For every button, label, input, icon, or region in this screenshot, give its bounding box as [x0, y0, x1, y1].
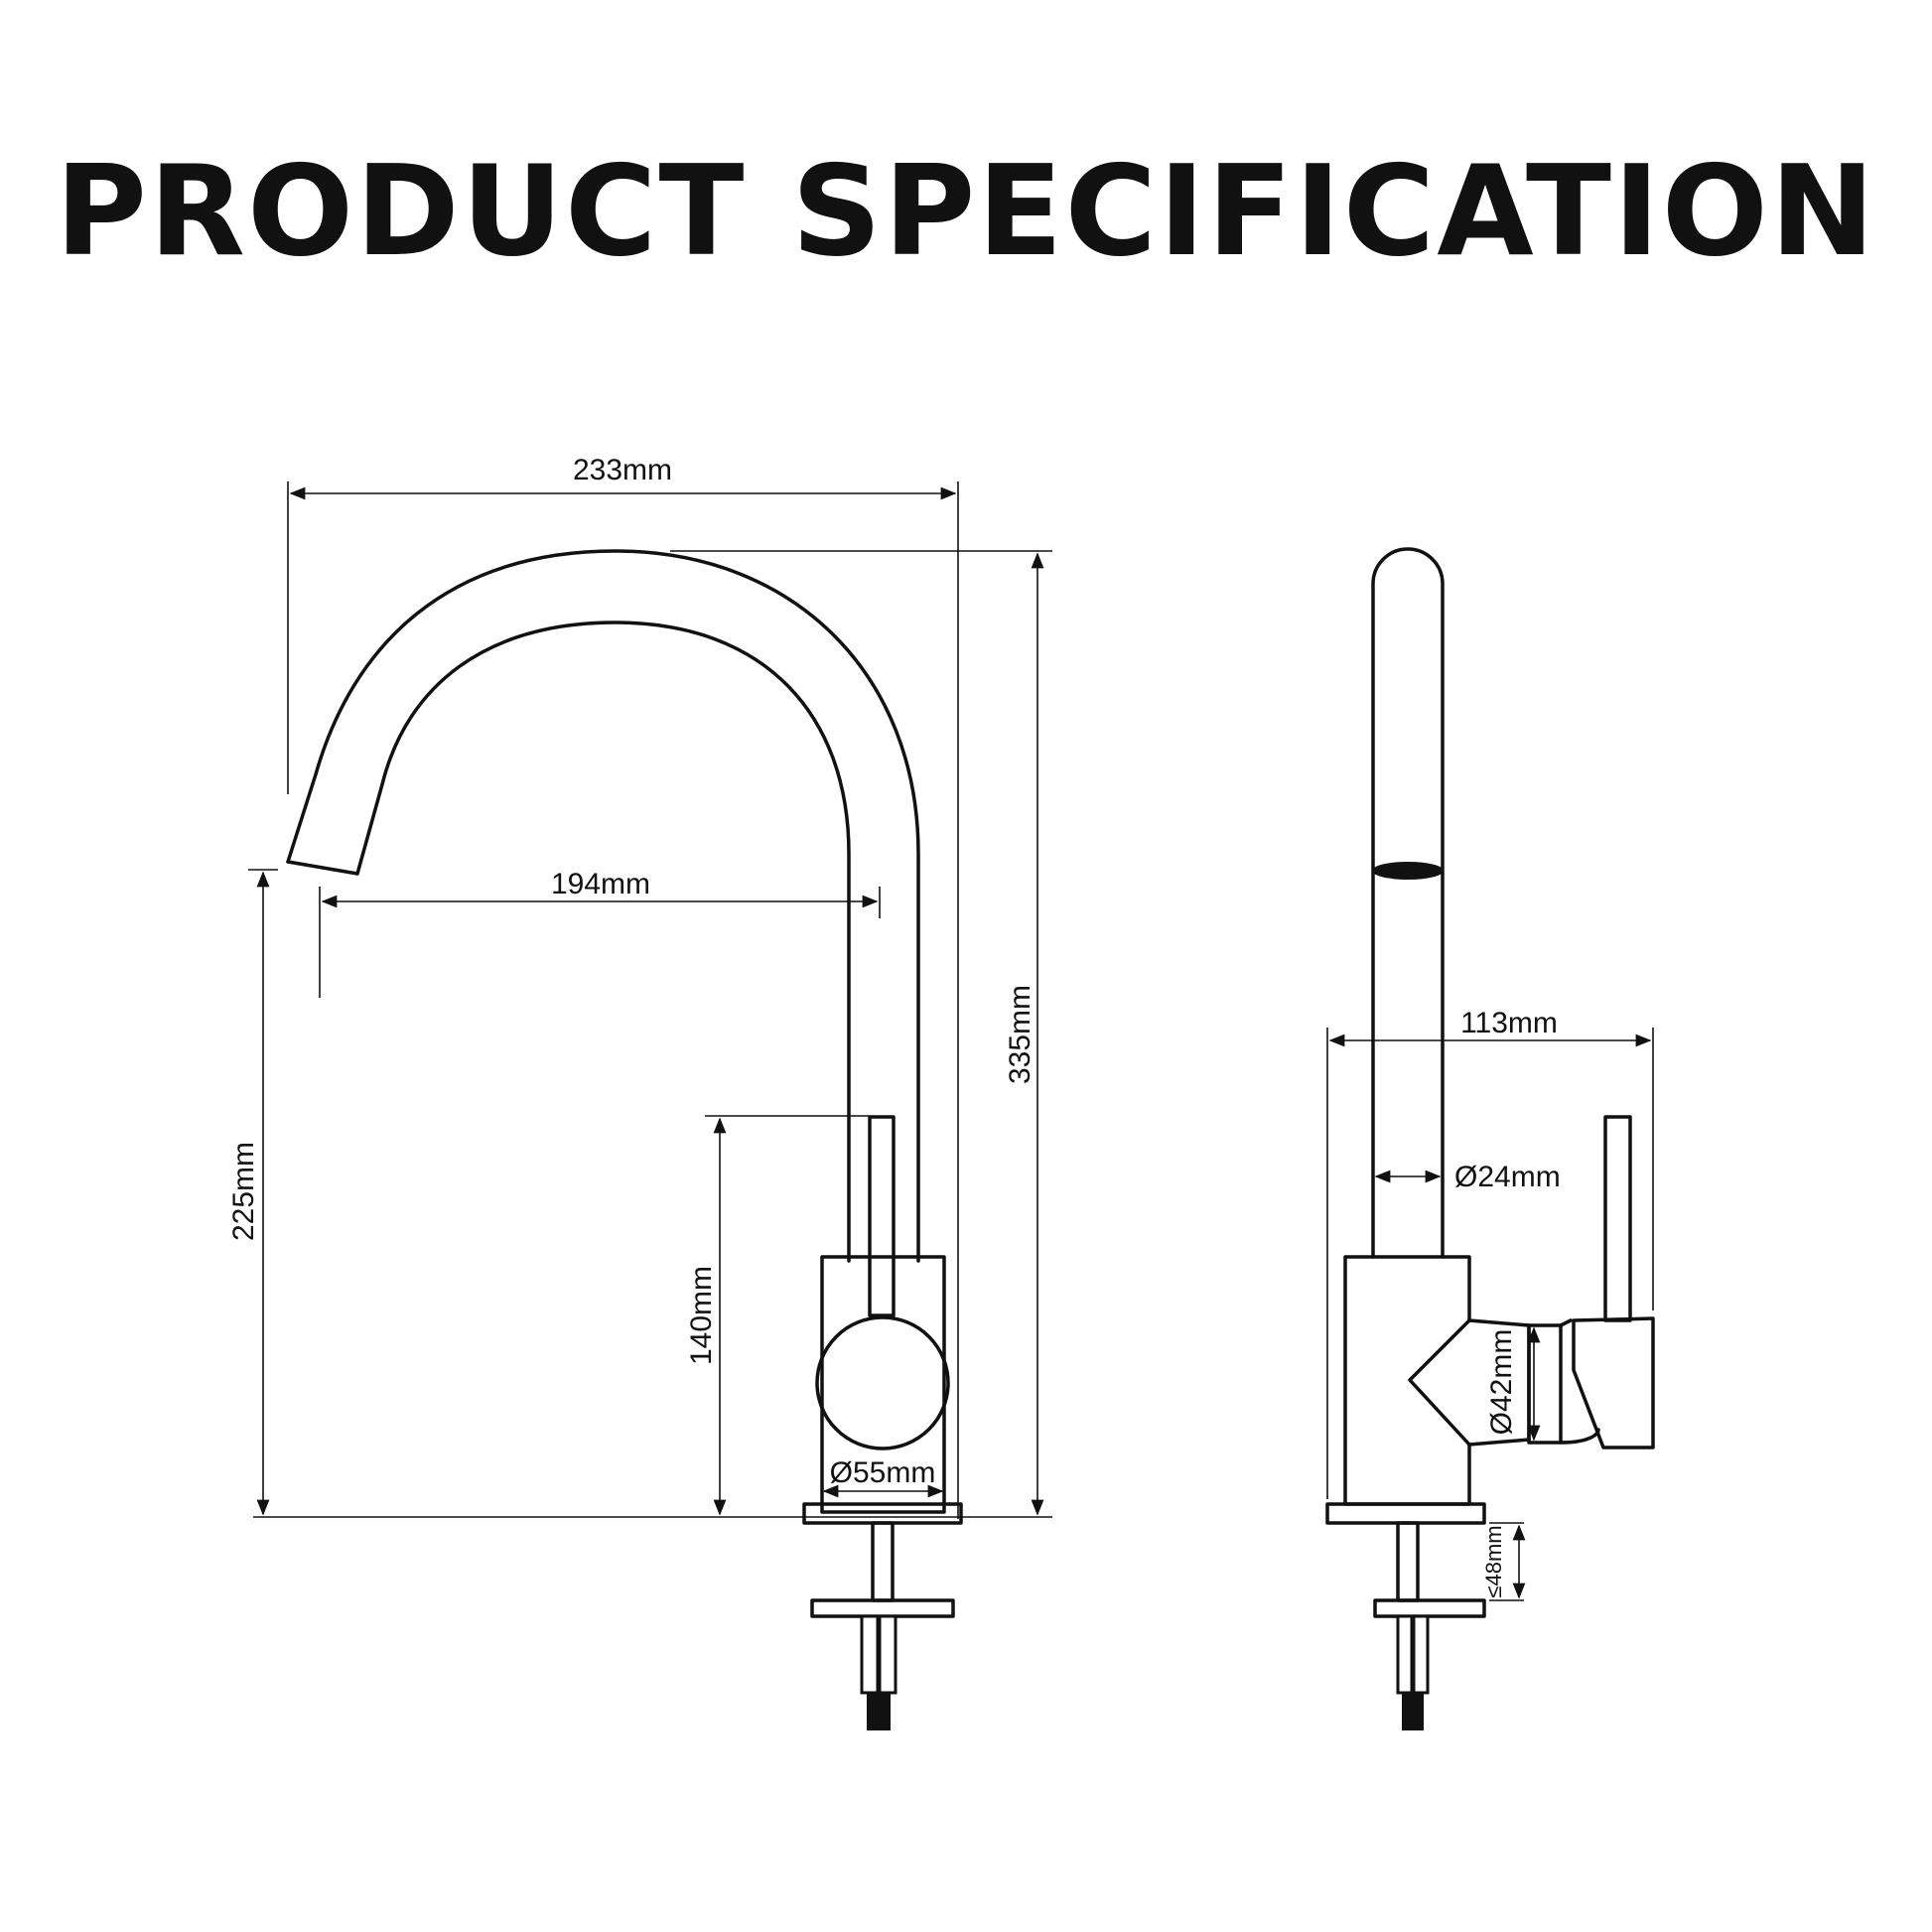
side-hose-left: [1396, 1614, 1414, 1695]
side-threaded-rod: [1396, 1521, 1420, 1602]
dim-label-depth: 113mm: [1460, 1007, 1558, 1039]
side-hose-ends: [1402, 1693, 1424, 1730]
dim-label-total-width: 233mm: [573, 454, 672, 486]
faucet-body: [820, 1255, 946, 1514]
mounting-washer: [810, 1598, 955, 1618]
hose-right: [878, 1614, 897, 1695]
side-handle-lever: [1572, 1316, 1655, 1449]
dim-label-base-diameter: Ø55mm: [830, 1456, 936, 1489]
side-view: 113mm Ø24mm Ø42mm ≤48mm: [1325, 547, 1655, 1730]
aerator-band: [1372, 862, 1444, 880]
dim-label-pipe-diameter: Ø24mm: [1454, 1161, 1561, 1193]
page-title: PRODUCT SPECIFICATION: [55, 138, 1877, 284]
threaded-rod: [871, 1521, 895, 1602]
handle-lever: [868, 1115, 896, 1317]
dim-label-deck-thickness: ≤48mm: [1481, 1525, 1506, 1597]
hose-left: [860, 1614, 880, 1695]
side-hose-right: [1412, 1614, 1430, 1695]
side-lever-stem: [1603, 1115, 1632, 1322]
side-cone: [1408, 1318, 1471, 1447]
dim-label-total-height: 335mm: [1004, 985, 1036, 1084]
hose-ends: [867, 1693, 891, 1730]
front-view: 233mm 194mm 335mm 225mm 140mm Ø55mm: [227, 454, 1052, 1730]
dim-label-spout-height: 225mm: [227, 1142, 260, 1241]
side-pipe: [1371, 547, 1445, 1259]
side-base-plate: [1325, 1502, 1486, 1525]
dim-label-handle-diameter: Ø42mm: [1485, 1329, 1518, 1436]
spout-tip: [286, 860, 359, 876]
spout-inner: [355, 621, 851, 1263]
dim-label-handle-height: 140mm: [685, 1266, 718, 1365]
dim-label-spout-reach: 194mm: [551, 868, 650, 900]
handle-disk: [815, 1315, 950, 1450]
side-washer: [1373, 1598, 1486, 1618]
spout-outer: [286, 549, 920, 1263]
